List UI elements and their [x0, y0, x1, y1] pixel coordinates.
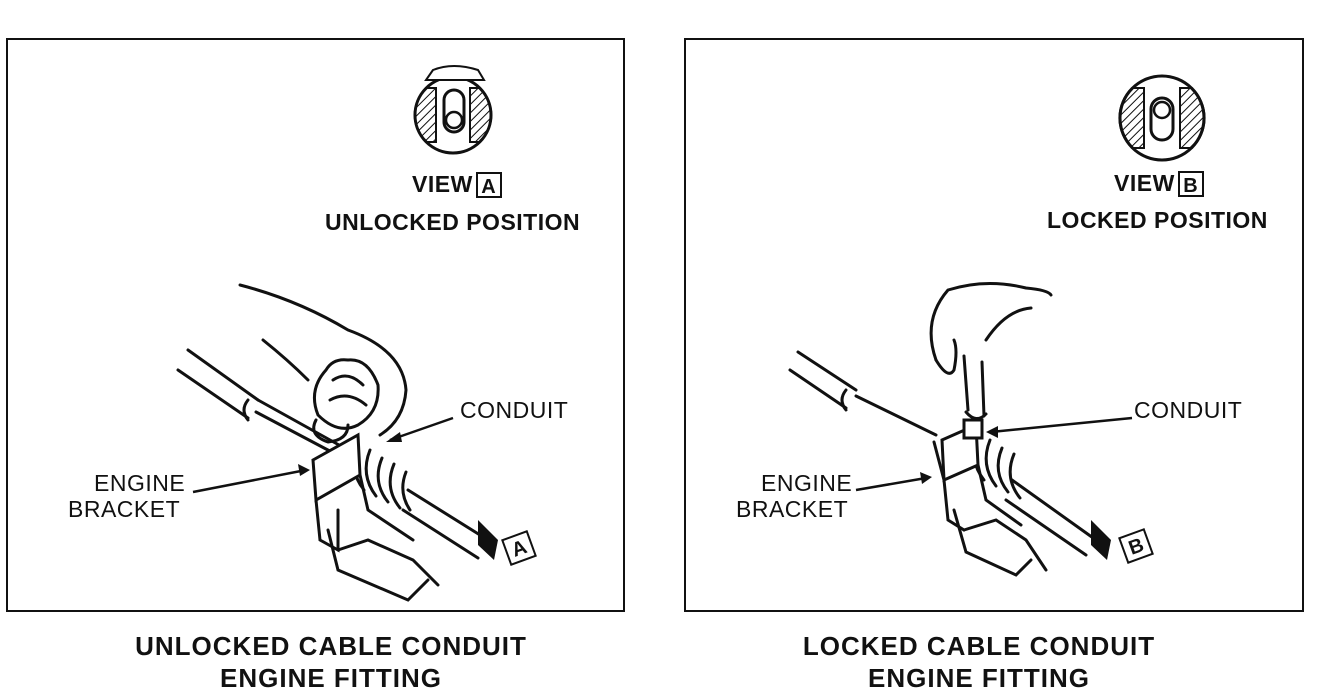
engine-callout: ENGINE [94, 470, 186, 496]
unlocked-position-label: UNLOCKED POSITION [325, 209, 581, 235]
conduit-callout: CONDUIT [1134, 397, 1243, 423]
direction-arrow-icon [478, 520, 498, 560]
view-letter-box: A [475, 171, 502, 198]
bracket-callout: BRACKET [736, 496, 849, 522]
view-prefix: VIEW [412, 171, 473, 197]
view-letter-box: B [1177, 170, 1204, 197]
view-a-detail-icon [413, 65, 493, 155]
bracket-callout: BRACKET [68, 496, 181, 522]
caption-line-2: ENGINE FITTING [868, 663, 1090, 693]
view-prefix: VIEW [1114, 170, 1175, 196]
caption-line-1: UNLOCKED CABLE CONDUIT [135, 631, 527, 661]
cable-conduit-drawing [176, 283, 490, 602]
view-b-detail-icon [1118, 74, 1206, 162]
cable-conduit-drawing-locked [788, 281, 1098, 577]
conduit-callout: CONDUIT [460, 397, 569, 423]
locked-fitting-illustration [788, 74, 1206, 577]
caption-line-2: ENGINE FITTING [220, 663, 442, 693]
unlocked-caption: UNLOCKED CABLE CONDUIT ENGINE FITTING [6, 630, 656, 694]
unlocked-fitting-illustration [176, 65, 498, 602]
direction-arrow-icon [1091, 520, 1111, 560]
caption-line-1: LOCKED CABLE CONDUIT [802, 631, 1156, 661]
engine-callout: ENGINE [761, 470, 853, 496]
locked-caption: LOCKED CABLE CONDUIT ENGINE FITTING [654, 630, 1304, 694]
locked-position-label: LOCKED POSITION [1047, 207, 1268, 233]
